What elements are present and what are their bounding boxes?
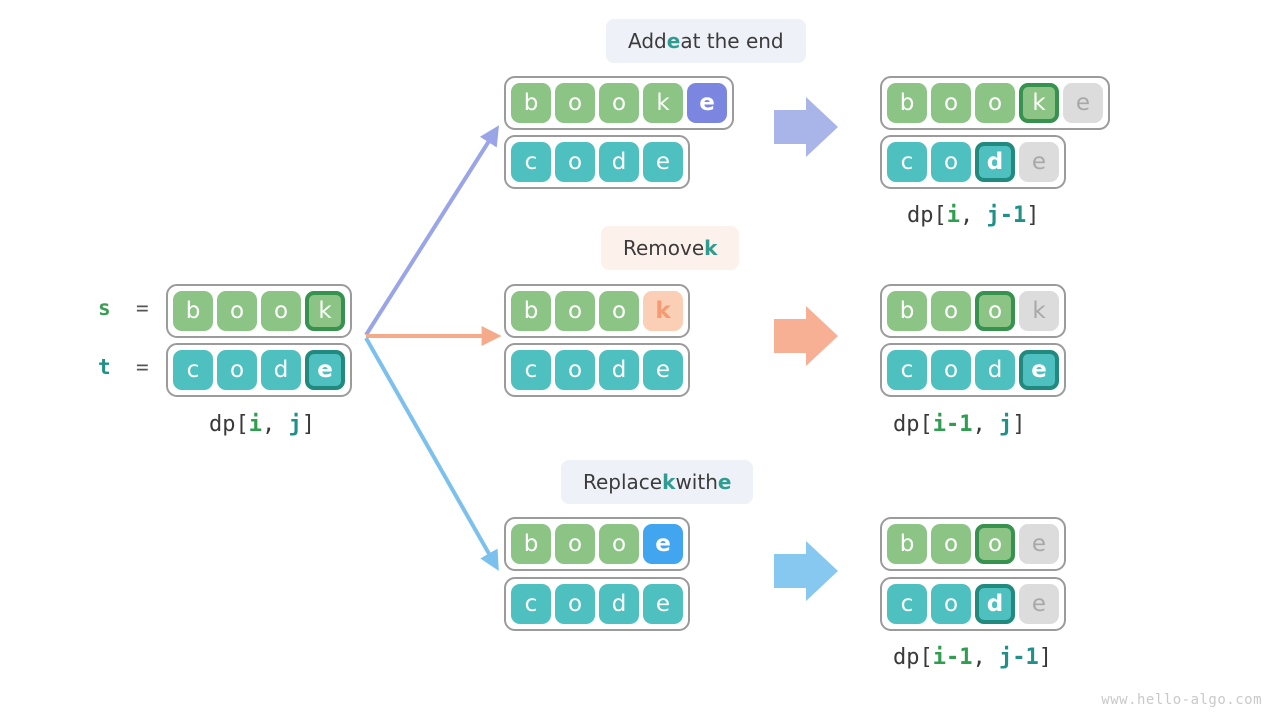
- label-s-equals: s =: [98, 296, 149, 320]
- cell: o: [555, 584, 595, 624]
- cell: d: [599, 142, 639, 182]
- cell: b: [887, 524, 927, 564]
- replace-result-row-t: c o d e: [880, 577, 1066, 631]
- replace-dp-caption: dp[i-1, j-1]: [893, 645, 1052, 670]
- cell: o: [261, 291, 301, 331]
- cell: o: [555, 142, 595, 182]
- cell-highlight: d: [975, 142, 1015, 182]
- cell-highlight: k: [305, 291, 345, 331]
- source-row-s: b o o k: [166, 284, 352, 338]
- cell: e: [643, 584, 683, 624]
- cell: d: [599, 584, 639, 624]
- replace-result-row-s: b o o e: [880, 517, 1066, 571]
- cell-highlight: o: [975, 524, 1015, 564]
- cell-inserted: e: [687, 83, 727, 123]
- block-arrow-remove: [774, 306, 838, 366]
- cell-disabled: e: [1019, 524, 1059, 564]
- cell: o: [555, 83, 595, 123]
- cell: c: [887, 584, 927, 624]
- cell-highlight: e: [1019, 350, 1059, 390]
- cell: o: [599, 83, 639, 123]
- cell: o: [555, 291, 595, 331]
- cell: o: [931, 524, 971, 564]
- label-t-equals: t =: [98, 355, 149, 379]
- cell-disabled: k: [1019, 291, 1059, 331]
- cell: o: [975, 83, 1015, 123]
- replace-middle-row-t: c o d e: [504, 577, 690, 631]
- cell: o: [599, 291, 639, 331]
- cell-removed: k: [643, 291, 683, 331]
- op-label-add: Add e at the end: [606, 19, 806, 63]
- op-label-remove: Remove k: [601, 226, 740, 270]
- cell: o: [599, 524, 639, 564]
- cell: o: [555, 524, 595, 564]
- remove-result-row-t: c o d e: [880, 343, 1066, 397]
- cell: c: [511, 350, 551, 390]
- cell-highlight: d: [975, 584, 1015, 624]
- cell-replaced: e: [643, 524, 683, 564]
- cell: o: [217, 291, 257, 331]
- cell: c: [173, 350, 213, 390]
- add-result-row-s: b o o k e: [880, 76, 1110, 130]
- cell: e: [643, 142, 683, 182]
- cell: o: [555, 350, 595, 390]
- cell: o: [931, 142, 971, 182]
- cell: o: [931, 83, 971, 123]
- op-label-replace: Replace k with e: [561, 460, 754, 504]
- cell-disabled: e: [1063, 83, 1103, 123]
- cell-disabled: e: [1019, 142, 1059, 182]
- remove-dp-caption: dp[i-1, j]: [893, 412, 1026, 437]
- cell-highlight: k: [1019, 83, 1059, 123]
- cell: c: [511, 142, 551, 182]
- cell: o: [217, 350, 257, 390]
- cell: d: [599, 350, 639, 390]
- cell: c: [887, 142, 927, 182]
- cell-highlight: o: [975, 291, 1015, 331]
- remove-result-row-s: b o o k: [880, 284, 1066, 338]
- block-arrow-add: [774, 97, 838, 157]
- cell-disabled: e: [1019, 584, 1059, 624]
- cell: e: [643, 350, 683, 390]
- add-dp-caption: dp[i, j-1]: [907, 203, 1040, 228]
- arrow-line-add: [364, 125, 499, 337]
- cell: c: [887, 350, 927, 390]
- cell: d: [261, 350, 301, 390]
- cell: o: [931, 291, 971, 331]
- block-arrow-replace: [774, 541, 838, 601]
- source-row-t: c o d e: [166, 343, 352, 397]
- watermark: www.hello-algo.com: [1101, 692, 1262, 708]
- cell: b: [887, 83, 927, 123]
- cell: o: [931, 350, 971, 390]
- cell: b: [511, 291, 551, 331]
- remove-middle-row-t: c o d e: [504, 343, 690, 397]
- cell: d: [975, 350, 1015, 390]
- cell-highlight: e: [305, 350, 345, 390]
- cell: b: [173, 291, 213, 331]
- cell: b: [511, 83, 551, 123]
- replace-middle-row-s: b o o e: [504, 517, 690, 571]
- cell: b: [887, 291, 927, 331]
- cell: b: [511, 524, 551, 564]
- remove-middle-row-s: b o o k: [504, 284, 690, 338]
- add-middle-row-t: c o d e: [504, 135, 690, 189]
- source-dp-caption: dp[i, j]: [209, 412, 315, 437]
- add-result-row-t: c o d e: [880, 135, 1066, 189]
- cell: k: [643, 83, 683, 123]
- add-middle-row-s: b o o k e: [504, 76, 734, 130]
- arrow-line-replace: [364, 337, 499, 571]
- cell: o: [931, 584, 971, 624]
- cell: c: [511, 584, 551, 624]
